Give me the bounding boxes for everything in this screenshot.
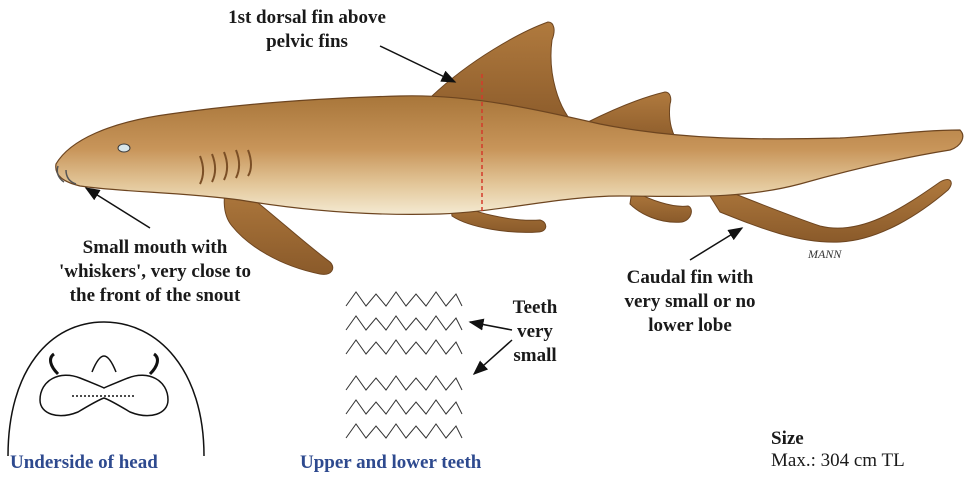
mouth-label-line-1: Small mouth with (18, 236, 292, 260)
underside-of-head-caption: Underside of head (10, 452, 158, 474)
teeth-caption: Upper and lower teeth (300, 452, 481, 474)
dorsal-fin-label: 1st dorsal fin above pelvic fins (212, 6, 402, 54)
size-value: Max.: 304 cm TL (771, 450, 905, 472)
size-title: Size (771, 428, 905, 450)
mouth-label: Small mouth with 'whiskers', very close … (18, 236, 292, 308)
dorsal-fin-label-line-2: pelvic fins (212, 30, 402, 54)
underside-of-head-sketch (8, 322, 204, 456)
caudal-fin-label-line-1: Caudal fin with (590, 266, 790, 290)
mouth-arrow (86, 188, 150, 228)
caudal-arrow (690, 228, 742, 260)
teeth-label-line-1: Teeth (502, 296, 568, 320)
mouth-label-line-2: 'whiskers', very close to (18, 260, 292, 284)
caudal-fin-label-line-2: very small or no (590, 290, 790, 314)
size-block: Size Max.: 304 cm TL (771, 428, 905, 472)
caudal-fin-label: Caudal fin with very small or no lower l… (590, 266, 790, 338)
upper-teeth-sketch (346, 292, 462, 354)
artist-signature: MANN (807, 247, 842, 261)
caudal-fin-label-line-3: lower lobe (590, 314, 790, 338)
dorsal-fin-label-line-1: 1st dorsal fin above (212, 6, 402, 30)
teeth-label-line-2: very (502, 320, 568, 344)
mouth-label-line-3: the front of the snout (18, 284, 292, 308)
eye (118, 144, 130, 152)
teeth-label: Teeth very small (502, 296, 568, 368)
teeth-label-line-3: small (502, 344, 568, 368)
lower-teeth-sketch (346, 376, 462, 438)
